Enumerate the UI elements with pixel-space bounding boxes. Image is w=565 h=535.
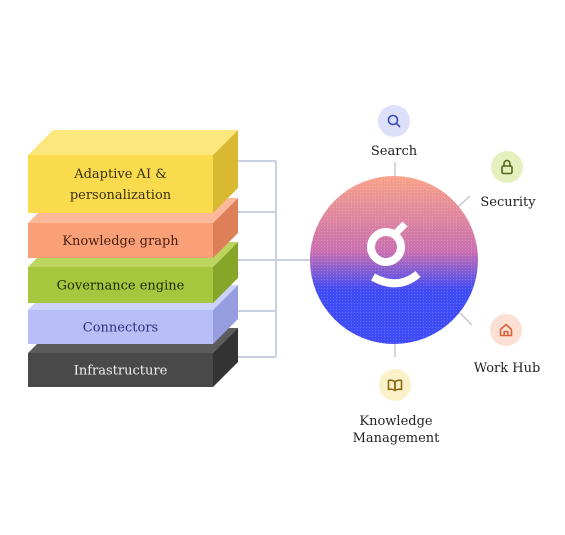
glean-g-logo-icon — [367, 221, 421, 288]
layer-front-face — [28, 353, 213, 387]
layer-side-face — [213, 285, 238, 344]
node-icon-badge — [491, 151, 523, 183]
book-icon — [387, 379, 403, 392]
hub-spoke-line — [457, 195, 471, 208]
layer-label: Infrastructure — [74, 364, 168, 379]
stack-layer: Infrastructure — [28, 328, 238, 387]
node-label: Knowledge — [359, 414, 433, 429]
layer-side-face — [213, 130, 238, 213]
layer-label: personalization — [70, 188, 172, 203]
layer-top-face — [28, 130, 238, 155]
node-label: Work Hub — [474, 361, 541, 376]
node-security: Security — [480, 151, 536, 210]
hub-circle — [310, 176, 478, 344]
node-search: Search — [371, 105, 418, 159]
layer-front-face — [28, 310, 213, 344]
layer-side-face — [213, 242, 238, 303]
platform-layer-stack: Infrastructure Connectors Governance engin… — [28, 130, 238, 387]
hub-spokes — [394, 162, 473, 357]
layer-front-face — [28, 267, 213, 303]
node-icon-badge — [490, 314, 522, 346]
hub-spoke-line — [459, 312, 473, 326]
node-icon-badge — [378, 105, 410, 137]
node-work-hub: Work Hub — [474, 314, 541, 376]
layer-side-face — [213, 198, 238, 258]
layer-side-face — [213, 328, 238, 387]
node-label: Security — [480, 195, 536, 210]
layer-front-face — [28, 223, 213, 258]
lock-icon — [501, 159, 513, 175]
node-label: Search — [371, 144, 418, 159]
layer-front-face — [28, 155, 213, 213]
layer-label: Adaptive AI & — [73, 167, 167, 182]
search-icon — [387, 114, 401, 128]
stack-hub-connectors — [238, 160, 312, 358]
stack-layer: Adaptive AI & personalization — [28, 130, 238, 213]
home-icon — [499, 323, 513, 337]
layer-label: Governance engine — [57, 279, 185, 294]
node-label: Management — [353, 431, 441, 446]
layer-label: Connectors — [83, 321, 158, 336]
layer-label: Knowledge graph — [62, 234, 179, 249]
